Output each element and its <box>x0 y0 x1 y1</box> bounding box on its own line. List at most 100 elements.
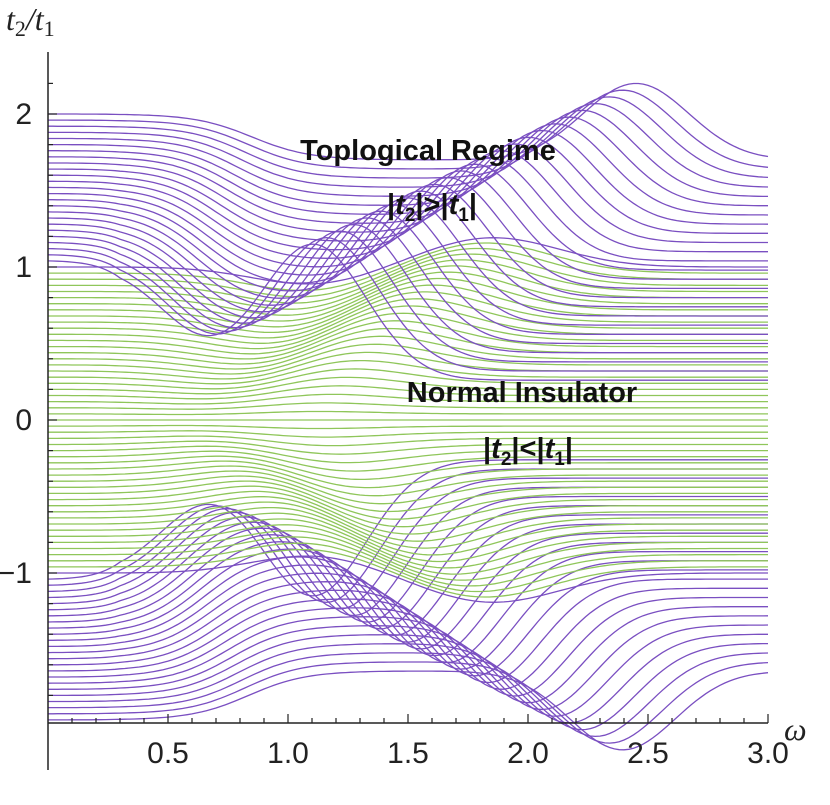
curve-topological <box>48 143 768 244</box>
curve-topological <box>48 555 768 603</box>
curve-normal <box>48 524 768 575</box>
curve-topological <box>48 116 768 207</box>
curve-topological <box>48 109 768 198</box>
axes: 0.5 1.0 1.5 2.0 2.5 3.0 −1 0 1 2 <box>0 52 789 770</box>
curve-normal <box>48 480 768 520</box>
curve-normal <box>48 548 768 598</box>
curve-topological <box>48 550 768 663</box>
y-tick-label: 1 <box>15 251 32 284</box>
curve-topological <box>48 136 768 234</box>
curve-topological <box>47 459 768 597</box>
curve-topological <box>47 129 769 225</box>
curve-normal <box>48 445 768 464</box>
annotation-topological-title: Toplogical Regime <box>300 135 556 167</box>
curve-topological <box>48 661 769 744</box>
curve-normal <box>48 410 768 416</box>
curve-topological <box>48 237 768 285</box>
curve-normal <box>48 465 768 497</box>
curve-normal <box>48 298 768 344</box>
curve-normal <box>48 385 768 400</box>
curve-topological <box>48 102 769 188</box>
y-ticks: −1 0 1 2 <box>0 82 57 697</box>
curve-normal <box>48 460 768 489</box>
curve-normal <box>48 518 768 569</box>
curve-normal <box>48 440 768 455</box>
x-tick-label: 0.5 <box>147 737 189 770</box>
x-tick-label: 2.5 <box>627 737 669 770</box>
curve-normal <box>48 430 768 438</box>
x-tick-label: 3.0 <box>747 737 789 770</box>
curve-normal <box>48 512 768 563</box>
curve-normal <box>48 435 768 447</box>
curve-normal <box>48 490 768 535</box>
curve-normal <box>48 470 768 505</box>
curve-topological <box>48 96 769 179</box>
curve-topological <box>47 477 768 610</box>
curve-normal <box>48 536 768 587</box>
curve-topological <box>47 532 768 650</box>
curve-topological <box>47 190 768 308</box>
curve-topological <box>48 183 768 299</box>
curve-normal <box>48 542 768 593</box>
curve-normal <box>48 359 768 385</box>
curve-normal <box>48 343 768 375</box>
curve-topological <box>47 243 768 381</box>
curve-normal <box>48 335 768 370</box>
curve-topological <box>48 578 768 684</box>
curve-normal <box>48 402 768 410</box>
curve-normal <box>48 368 768 390</box>
curve-normal <box>48 424 768 430</box>
x-tick-label: 2.0 <box>507 737 549 770</box>
curve-topological <box>48 170 768 280</box>
y-tick-label: 2 <box>15 98 32 131</box>
curve-topological <box>47 230 768 363</box>
curve-topological <box>48 560 768 670</box>
curve-normal <box>48 291 768 339</box>
y-tick-label: 0 <box>15 404 32 437</box>
curve-topological <box>48 652 769 738</box>
x-tick-label: 1.0 <box>267 737 309 770</box>
curve-topological <box>48 203 768 326</box>
curve-topological <box>48 514 768 637</box>
curve-normal <box>48 305 768 350</box>
curve-topological <box>47 223 768 354</box>
curve-topological <box>48 587 768 690</box>
curve-topological <box>47 217 768 345</box>
curve-normal <box>48 455 768 481</box>
curve-topological <box>47 569 768 677</box>
curve-normal <box>48 450 768 472</box>
curve-normal <box>48 475 768 513</box>
curve-topological <box>47 615 769 711</box>
curve-normal <box>48 259 768 310</box>
curve-normal <box>48 376 768 395</box>
curve-normal <box>48 496 768 542</box>
curve-normal <box>48 312 768 355</box>
curve-topological <box>47 163 768 271</box>
curve-normal <box>48 506 768 556</box>
x-ticks: 0.5 1.0 1.5 2.0 2.5 3.0 <box>71 714 789 770</box>
curve-normal <box>48 253 768 304</box>
curve-normal <box>48 485 768 528</box>
curve-topological <box>47 236 768 372</box>
curve-normal <box>48 247 768 298</box>
curve-normal <box>48 277 768 328</box>
curve-normal <box>48 320 768 360</box>
curve-topological <box>48 123 769 216</box>
curve-series-group <box>47 82 769 751</box>
y-tick-label: −1 <box>0 557 32 590</box>
y-axis-title: t2/t1 <box>6 1 55 41</box>
annotation-normal-condition: |t2|<|t1| <box>483 433 573 470</box>
curve-normal <box>48 530 768 581</box>
curve-topological <box>48 642 768 731</box>
curve-topological <box>48 82 769 161</box>
curve-topological <box>48 89 769 170</box>
curve-normal <box>48 501 768 549</box>
x-axis-title: ω <box>784 711 807 747</box>
curve-topological <box>48 150 768 253</box>
curve-normal <box>48 271 768 322</box>
curve-topological <box>48 624 769 717</box>
curve-normal <box>48 393 768 405</box>
curve-topological <box>48 156 768 262</box>
x-tick-label: 1.5 <box>387 737 429 770</box>
